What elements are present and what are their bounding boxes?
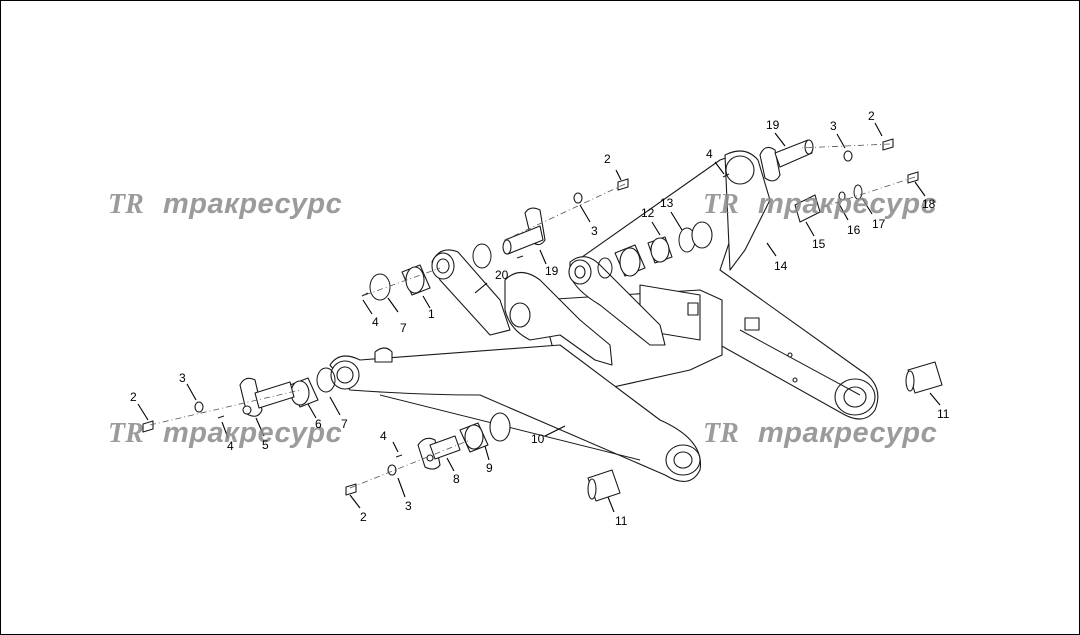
callout-12: 12 bbox=[641, 206, 655, 220]
callout-14: 14 bbox=[774, 259, 788, 273]
svg-text:тракресурс: тракресурс bbox=[758, 417, 937, 449]
callout-2-bottom: 2 bbox=[360, 510, 367, 524]
bolt-2-b bbox=[882, 138, 894, 151]
clamp-15-17 bbox=[794, 184, 863, 223]
washer-16 bbox=[838, 191, 846, 201]
svg-text:тракресурс: тракресурс bbox=[758, 188, 937, 220]
callout-10: 10 bbox=[531, 432, 545, 446]
callout-3-right: 3 bbox=[830, 119, 837, 133]
callout-13: 13 bbox=[660, 196, 674, 210]
callout-1: 1 bbox=[428, 307, 435, 321]
callout-11-right: 11 bbox=[937, 407, 950, 421]
svg-text:тракресурс: тракресурс bbox=[163, 188, 342, 220]
bushing-11-bottom bbox=[587, 469, 621, 502]
pin-5 bbox=[239, 377, 295, 417]
callout-3-left: 3 bbox=[179, 371, 186, 385]
bushing-seal-set-left bbox=[289, 243, 492, 408]
watermark-2: TR тракресурс bbox=[703, 188, 937, 220]
washer-3-c bbox=[194, 401, 204, 413]
callout-3-mid: 3 bbox=[591, 224, 598, 238]
watermark-4: TR тракресурс bbox=[703, 417, 937, 449]
callout-3-bottom: 3 bbox=[405, 499, 412, 513]
pin-4-b bbox=[722, 173, 730, 178]
bushing-9 bbox=[459, 412, 511, 453]
pin-4-a bbox=[361, 292, 369, 297]
washer-3-b bbox=[843, 150, 853, 162]
callout-2-left: 2 bbox=[130, 390, 137, 404]
callout-15: 15 bbox=[812, 237, 826, 251]
callout-2-mid: 2 bbox=[604, 152, 611, 166]
svg-text:TR: TR bbox=[703, 189, 739, 220]
rear-boom-arm bbox=[574, 150, 879, 420]
svg-text:тракресурс: тракресурс bbox=[163, 417, 342, 449]
hardware bbox=[142, 138, 919, 496]
pin-19-middle bbox=[502, 207, 546, 255]
callout-20: 20 bbox=[495, 268, 509, 282]
pin-4-c bbox=[217, 415, 225, 419]
link-arm-20 bbox=[431, 249, 511, 336]
callout-19-mid: 19 bbox=[545, 264, 559, 278]
pin-19-top bbox=[759, 139, 814, 182]
watermark-1: TR тракресурс bbox=[108, 188, 342, 220]
washer-3-a bbox=[573, 192, 583, 204]
callout-17: 17 bbox=[872, 217, 886, 231]
callout-9: 9 bbox=[486, 461, 493, 475]
washer-3-d bbox=[387, 464, 397, 476]
callout-4-top: 4 bbox=[372, 315, 379, 329]
callout-16: 16 bbox=[847, 223, 861, 237]
callout-7-left: 7 bbox=[341, 417, 348, 431]
svg-text:TR: TR bbox=[108, 418, 144, 449]
pin-4-d bbox=[395, 454, 403, 458]
bolt-2-d bbox=[345, 483, 357, 496]
watermark-3: TR тракресурс bbox=[108, 417, 342, 449]
callout-18: 18 bbox=[922, 197, 936, 211]
svg-text:TR: TR bbox=[703, 418, 739, 449]
callout-labels: 1 7 4 20 19 3 2 12 13 4 19 3 2 18 17 16 … bbox=[130, 109, 950, 528]
callout-4-bottom: 4 bbox=[380, 429, 387, 443]
leader-lines bbox=[137, 122, 941, 513]
callout-4-right: 4 bbox=[706, 147, 713, 161]
callout-19-top: 19 bbox=[766, 118, 780, 132]
callout-2-right: 2 bbox=[868, 109, 875, 123]
svg-text:TR: TR bbox=[108, 189, 144, 220]
callout-4-left: 4 bbox=[227, 439, 234, 453]
callout-5: 5 bbox=[262, 438, 269, 452]
bushing-seal-set-right bbox=[597, 221, 713, 279]
callout-8: 8 bbox=[453, 472, 460, 486]
callout-6: 6 bbox=[315, 417, 322, 431]
assembly-axes bbox=[149, 143, 916, 489]
callout-11-bottom: 11 bbox=[615, 514, 628, 528]
bellcrank bbox=[504, 256, 666, 366]
bushing-11-right bbox=[905, 361, 943, 394]
bolt-2-c bbox=[142, 420, 154, 433]
callout-7-top: 7 bbox=[400, 321, 407, 335]
pin-4-e bbox=[516, 255, 524, 259]
